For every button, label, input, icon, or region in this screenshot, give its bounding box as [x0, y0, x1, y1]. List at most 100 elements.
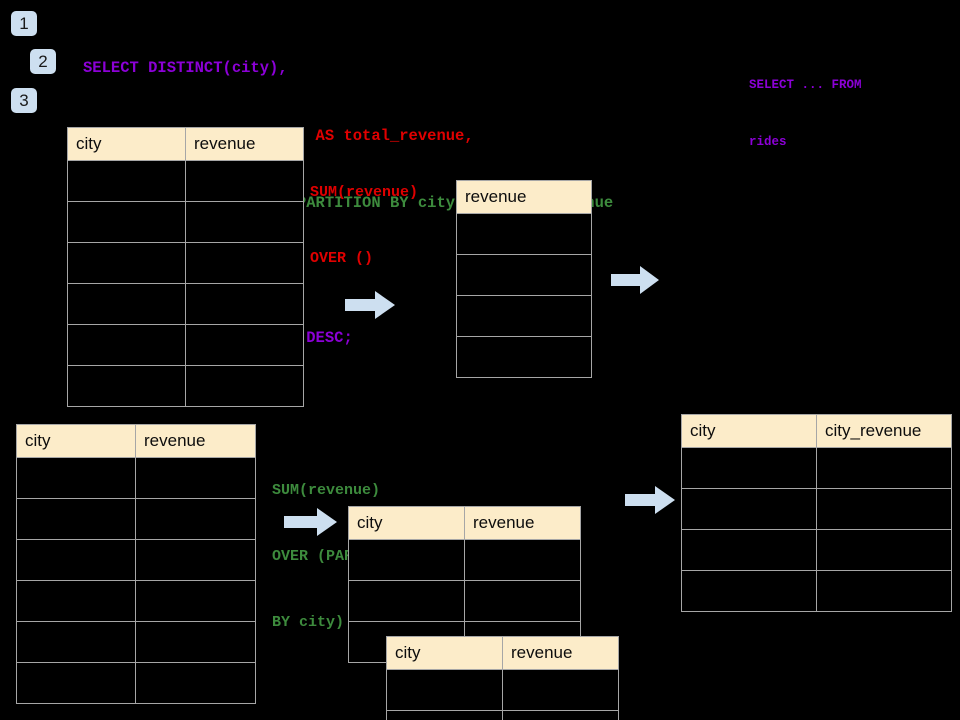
arrow-bottom-right-icon — [625, 486, 675, 514]
table-row — [67, 365, 304, 407]
table-cell — [185, 365, 304, 407]
table-cell — [348, 580, 465, 622]
column-header-city: city — [681, 414, 817, 448]
table-cell — [386, 710, 503, 720]
table-cell — [67, 160, 186, 202]
table-cell — [135, 539, 256, 581]
table-cell — [185, 201, 304, 243]
table-cell — [464, 580, 581, 622]
table-cell — [681, 447, 817, 489]
table-cell — [67, 242, 186, 284]
column-header-city: city — [67, 127, 186, 161]
table-row — [456, 254, 592, 296]
table-header-row: city revenue — [16, 424, 256, 458]
table-cell — [816, 529, 952, 571]
table-cell — [185, 324, 304, 366]
table-cell — [135, 621, 256, 663]
table-header-row: city revenue — [67, 127, 304, 161]
table-cell — [185, 283, 304, 325]
table-cell — [456, 254, 592, 296]
table-cell — [456, 336, 592, 378]
table-cell — [135, 662, 256, 704]
table-cell — [502, 669, 619, 711]
table-row — [681, 529, 952, 571]
table-cell — [67, 365, 186, 407]
table-cell — [185, 242, 304, 284]
table-header-row: revenue — [456, 180, 592, 214]
step-badge-2: 2 — [30, 49, 56, 74]
table-row — [16, 580, 256, 622]
table-header-row: city revenue — [386, 636, 619, 670]
table-row — [67, 242, 304, 284]
table-cell — [16, 580, 136, 622]
table-cell — [67, 201, 186, 243]
table-cell — [816, 570, 952, 612]
table-row — [348, 539, 581, 581]
arrow-bottom-left-icon — [284, 508, 337, 536]
column-header-revenue: revenue — [456, 180, 592, 214]
table-row — [16, 498, 256, 540]
table-row — [456, 213, 592, 255]
table-row — [16, 662, 256, 704]
table-partition-group-front: city revenue — [386, 636, 619, 720]
table-cell — [348, 539, 465, 581]
column-header-city-revenue: city_revenue — [816, 414, 952, 448]
table-row — [16, 539, 256, 581]
table-row — [16, 457, 256, 499]
table-cell — [135, 498, 256, 540]
table-row — [67, 324, 304, 366]
table-cell — [502, 710, 619, 720]
table-city-revenue-result: city city_revenue — [681, 414, 952, 612]
table-row — [386, 669, 619, 711]
table-cell — [135, 580, 256, 622]
table-header-row: city revenue — [348, 506, 581, 540]
table-header-row: city city_revenue — [681, 414, 952, 448]
table-cell — [16, 498, 136, 540]
table-cell — [16, 621, 136, 663]
table-cell — [185, 160, 304, 202]
table-cell — [386, 669, 503, 711]
column-header-city: city — [348, 506, 465, 540]
column-header-city: city — [16, 424, 136, 458]
table-cell — [135, 457, 256, 499]
table-cell — [67, 283, 186, 325]
table-cell — [16, 457, 136, 499]
column-header-revenue: revenue — [185, 127, 304, 161]
table-row — [456, 336, 592, 378]
table-row — [348, 580, 581, 622]
annotation-sum-over-empty-line1: SUM(revenue) — [310, 184, 419, 201]
column-header-revenue: revenue — [502, 636, 619, 670]
annotation-sum-over-partition-line1: SUM(revenue) — [272, 482, 381, 499]
column-header-revenue: revenue — [464, 506, 581, 540]
step-badge-3: 3 — [11, 88, 37, 113]
table-total-revenue: revenue — [456, 180, 592, 378]
table-cell — [464, 539, 581, 581]
table-cell — [681, 570, 817, 612]
arrow-top-right-icon — [611, 266, 659, 294]
table-cell — [456, 213, 592, 255]
table-cell — [816, 447, 952, 489]
sql-line-select: SELECT DISTINCT(city), — [83, 59, 288, 77]
annotation-sum-over-partition-line3: BY city) — [272, 614, 345, 631]
table-rides-source-bottom: city revenue — [16, 424, 256, 704]
table-cell — [67, 324, 186, 366]
table-cell — [681, 529, 817, 571]
table-row — [16, 621, 256, 663]
annotation-select-from-rides: SELECT ... FROM rides — [749, 38, 862, 190]
annotation-select-from-rides-line1: SELECT ... FROM — [749, 78, 862, 92]
table-row — [67, 201, 304, 243]
table-row — [456, 295, 592, 337]
step-badge-1: 1 — [11, 11, 37, 36]
annotation-select-from-rides-line2: rides — [749, 135, 787, 149]
table-cell — [816, 488, 952, 530]
arrow-top-left-icon — [345, 291, 395, 319]
annotation-sum-over-empty-line2: OVER () — [310, 250, 374, 267]
table-cell — [681, 488, 817, 530]
table-cell — [16, 539, 136, 581]
annotation-sum-over-empty: SUM(revenue) OVER () — [310, 138, 418, 314]
table-cell — [456, 295, 592, 337]
column-header-revenue: revenue — [135, 424, 256, 458]
table-row — [681, 570, 952, 612]
table-cell — [16, 662, 136, 704]
